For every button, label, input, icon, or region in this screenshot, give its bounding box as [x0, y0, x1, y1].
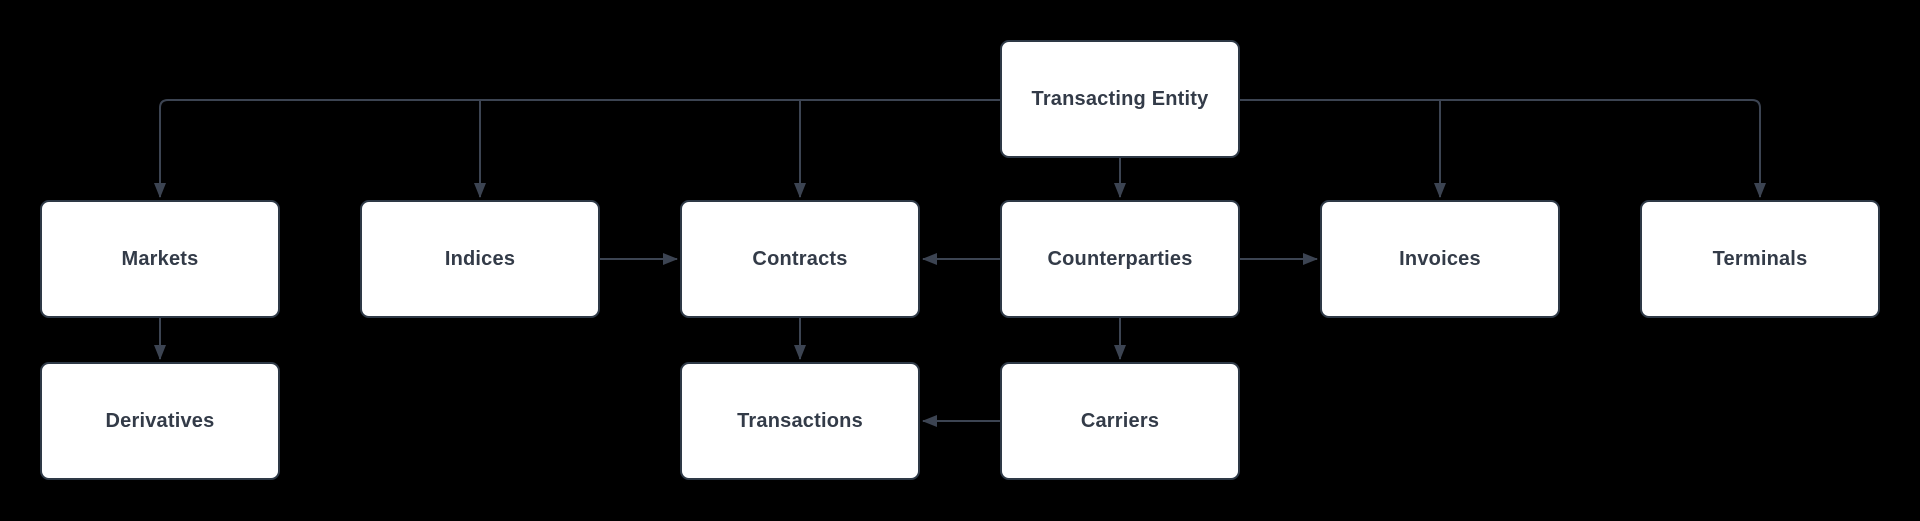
node-invoices: Invoices: [1320, 200, 1560, 318]
node-transactions-label: Transactions: [737, 409, 863, 432]
node-terminals-label: Terminals: [1712, 247, 1808, 270]
node-transactions: Transactions: [680, 362, 920, 480]
node-markets-label: Markets: [121, 247, 199, 270]
edge-transacting-entity-terminals: [1751, 99, 1766, 198]
node-transacting-entity: Transacting Entity: [1000, 40, 1240, 158]
node-terminals: Terminals: [1640, 200, 1880, 318]
node-counterparties-label: Counterparties: [1047, 247, 1193, 270]
node-counterparties: Counterparties: [1000, 200, 1240, 318]
node-derivatives-label: Derivatives: [105, 409, 215, 432]
node-indices: Indices: [360, 200, 600, 318]
node-derivatives: Derivatives: [40, 362, 280, 480]
node-contracts-label: Contracts: [752, 247, 848, 270]
node-markets: Markets: [40, 200, 280, 318]
edge-transacting-entity-markets: [154, 99, 169, 198]
node-transacting-entity-label: Transacting Entity: [1031, 87, 1209, 110]
node-indices-label: Indices: [444, 247, 516, 270]
node-contracts: Contracts: [680, 200, 920, 318]
node-carriers-label: Carriers: [1080, 409, 1160, 432]
node-invoices-label: Invoices: [1399, 247, 1481, 270]
node-carriers: Carriers: [1000, 362, 1240, 480]
